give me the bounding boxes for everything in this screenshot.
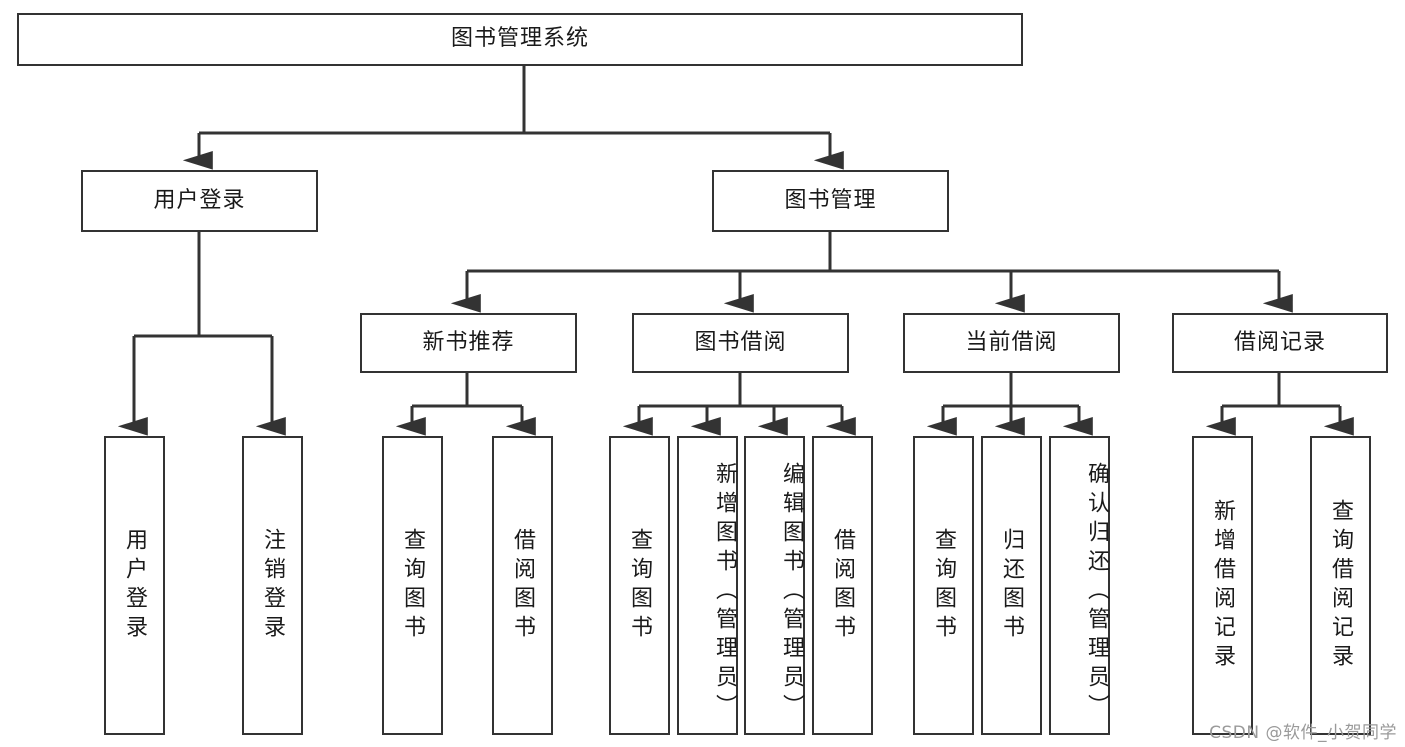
leaf-query-book-current-label: 查询图书 <box>931 527 957 644</box>
leaf-confirm-return-admin[interactable]: 确认归还（管理员） <box>1049 436 1110 735</box>
leaf-borrow-book-borrow[interactable]: 借阅图书 <box>812 436 873 735</box>
leaf-confirm-return-admin-label: 确认归还（管理员） <box>1084 462 1109 723</box>
leaf-user-login-label: 用户登录 <box>122 527 148 644</box>
leaf-query-borrow-record[interactable]: 查询借阅记录 <box>1310 436 1371 735</box>
leaf-return-book-label: 归还图书 <box>999 527 1025 644</box>
node-root-system[interactable]: 图书管理系统 <box>17 13 1023 66</box>
node-new-book-recommend[interactable]: 新书推荐 <box>360 313 577 373</box>
node-borrow-record[interactable]: 借阅记录 <box>1172 313 1388 373</box>
leaf-borrow-book-rec-label: 借阅图书 <box>510 527 536 644</box>
leaf-borrow-book-borrow-label: 借阅图书 <box>830 527 856 644</box>
leaf-edit-book-admin-label: 编辑图书（管理员） <box>779 462 804 723</box>
leaf-user-logout[interactable]: 注销登录 <box>242 436 303 735</box>
node-user-login[interactable]: 用户登录 <box>81 170 318 232</box>
node-book-manage[interactable]: 图书管理 <box>712 170 949 232</box>
leaf-query-book-rec[interactable]: 查询图书 <box>382 436 443 735</box>
leaf-query-book-rec-label: 查询图书 <box>400 527 426 644</box>
leaf-query-book-current[interactable]: 查询图书 <box>913 436 974 735</box>
leaf-user-logout-label: 注销登录 <box>260 527 286 644</box>
leaf-add-borrow-record[interactable]: 新增借阅记录 <box>1192 436 1253 735</box>
leaf-edit-book-admin[interactable]: 编辑图书（管理员） <box>744 436 805 735</box>
leaf-user-login[interactable]: 用户登录 <box>104 436 165 735</box>
node-book-borrow[interactable]: 图书借阅 <box>632 313 849 373</box>
leaf-query-book-borrow[interactable]: 查询图书 <box>609 436 670 735</box>
leaf-return-book[interactable]: 归还图书 <box>981 436 1042 735</box>
leaf-query-borrow-record-label: 查询借阅记录 <box>1328 498 1354 673</box>
leaf-query-book-borrow-label: 查询图书 <box>627 527 653 644</box>
node-current-borrow[interactable]: 当前借阅 <box>903 313 1120 373</box>
leaf-borrow-book-rec[interactable]: 借阅图书 <box>492 436 553 735</box>
leaf-add-book-admin-label: 新增图书（管理员） <box>712 462 737 723</box>
leaf-add-book-admin[interactable]: 新增图书（管理员） <box>677 436 738 735</box>
csdn-watermark: CSDN @软件_小贺同学 <box>1209 723 1397 743</box>
leaf-add-borrow-record-label: 新增借阅记录 <box>1210 498 1236 673</box>
